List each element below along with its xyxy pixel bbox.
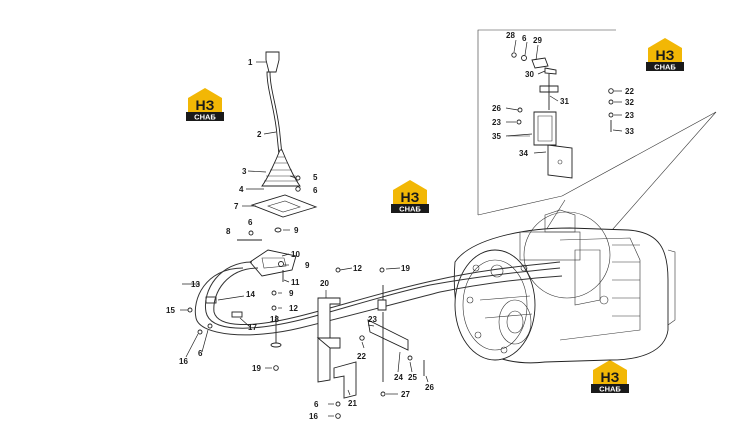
logo-mark: НЗ	[196, 97, 215, 113]
callout-25: 25	[408, 373, 417, 382]
callout-1: 1	[248, 58, 253, 67]
callout-13: 13	[191, 280, 200, 289]
gearbox-housing	[453, 209, 676, 364]
brand-logo: НЗ СНАБ	[186, 88, 224, 122]
callout-26: 26	[492, 104, 501, 113]
callout-23: 23	[625, 111, 634, 120]
callout-26: 26	[425, 383, 434, 392]
callout-12: 12	[353, 264, 362, 273]
callout-22: 22	[357, 352, 366, 361]
brand-logo: НЗ СНАБ	[646, 38, 684, 72]
callout-9: 9	[294, 226, 299, 235]
callout-35: 35	[492, 132, 501, 141]
callout-6: 6	[198, 349, 203, 358]
callout-21: 21	[348, 399, 357, 408]
logo-label: СНАБ	[399, 205, 421, 214]
callout-6: 6	[313, 186, 318, 195]
callout-9: 9	[305, 261, 310, 270]
callout-17: 17	[248, 323, 257, 332]
callout-2: 2	[257, 130, 262, 139]
callout-4: 4	[239, 185, 244, 194]
inset-bracket-assembly	[508, 52, 614, 179]
logo-label: СНАБ	[194, 113, 216, 122]
callout-34: 34	[519, 149, 528, 158]
callout-6: 6	[248, 218, 253, 227]
callout-16: 16	[309, 412, 318, 421]
detail-circle	[523, 211, 611, 299]
callout-23: 23	[368, 315, 377, 324]
brand-logo: НЗ СНАБ	[391, 180, 429, 214]
cable-brackets	[316, 267, 425, 419]
callout-15: 15	[166, 306, 175, 315]
callout-leaders	[180, 39, 623, 417]
callout-16: 16	[179, 357, 188, 366]
logo-label: СНАБ	[599, 385, 621, 394]
callout-3: 3	[242, 167, 247, 176]
logo-mark: НЗ	[401, 189, 420, 205]
callout-11: 11	[291, 278, 300, 287]
callout-33: 33	[625, 127, 634, 136]
callout-7: 7	[234, 202, 239, 211]
callout-5: 5	[313, 173, 318, 182]
callout-14: 14	[246, 290, 255, 299]
callout-31: 31	[560, 97, 569, 106]
callout-19: 19	[401, 264, 410, 273]
callout-20: 20	[320, 279, 329, 288]
callout-6: 6	[522, 34, 527, 43]
callout-18: 18	[270, 315, 279, 324]
logo-mark: НЗ	[656, 47, 675, 63]
shift-cables	[194, 261, 563, 336]
callout-29: 29	[533, 36, 542, 45]
callout-22: 22	[625, 87, 634, 96]
shift-lever-assembly	[187, 51, 318, 371]
callout-30: 30	[525, 70, 534, 79]
logo-label: СНАБ	[654, 63, 676, 72]
callout-8: 8	[226, 227, 231, 236]
callout-28: 28	[506, 31, 515, 40]
callout-labels: 1 2 3 4 5 6 7 6 8 9 10 9 11 9 12 13 14 1…	[166, 31, 634, 421]
callout-32: 32	[625, 98, 634, 107]
callout-10: 10	[291, 250, 300, 259]
callout-19: 19	[252, 364, 261, 373]
callout-9: 9	[289, 289, 294, 298]
logo-mark: НЗ	[601, 369, 620, 385]
callout-6: 6	[314, 400, 319, 409]
callout-27: 27	[401, 390, 410, 399]
callout-23: 23	[492, 118, 501, 127]
callout-12: 12	[289, 304, 298, 313]
brand-logo: НЗ СНАБ	[591, 360, 629, 394]
callout-24: 24	[394, 373, 403, 382]
